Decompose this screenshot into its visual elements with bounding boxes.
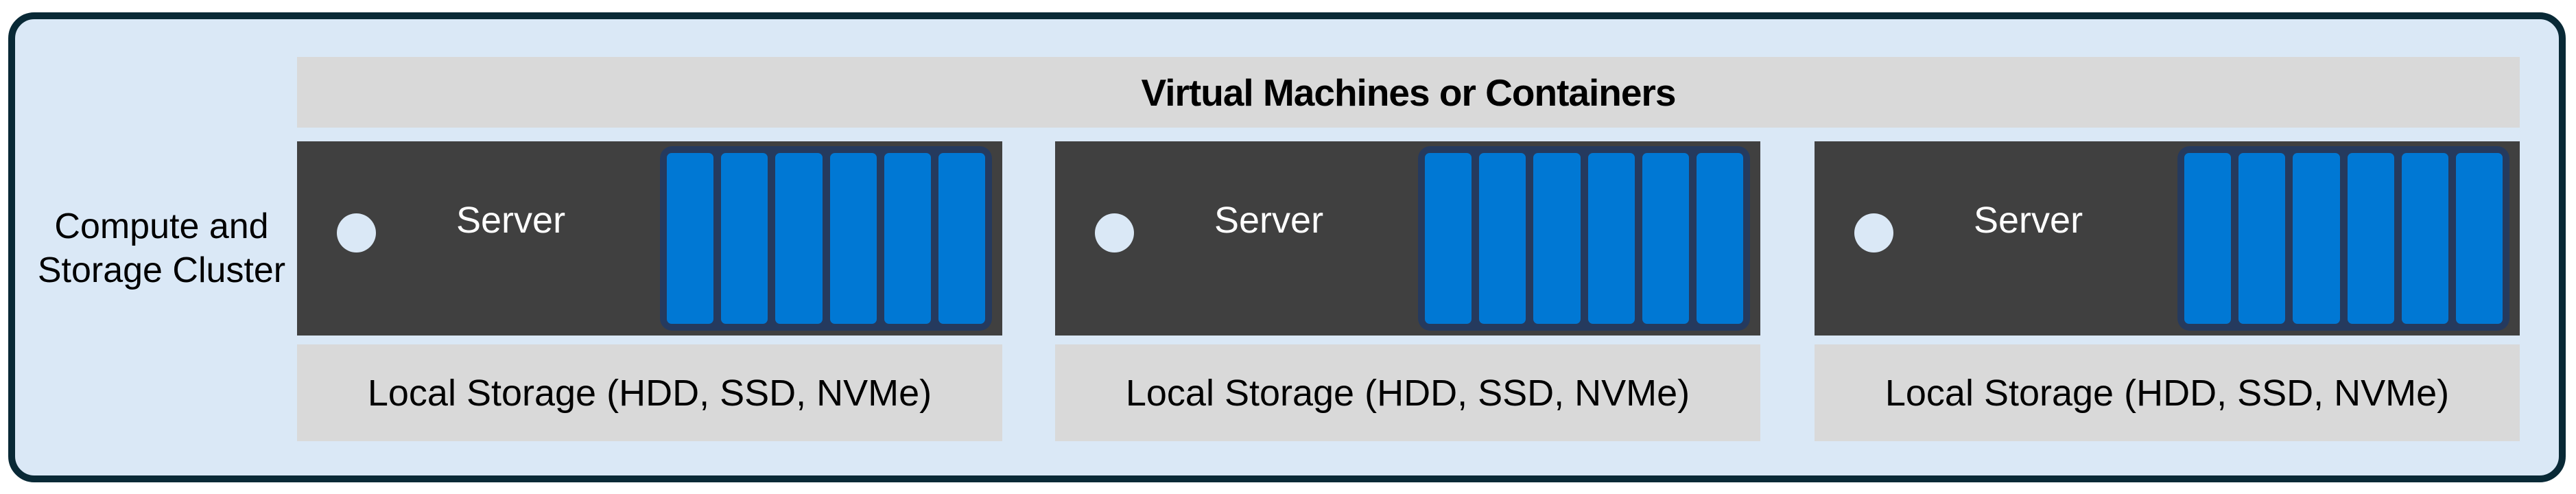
disk-array xyxy=(660,146,992,331)
cluster-label: Compute and Storage Cluster xyxy=(37,207,286,290)
server-column: Server Local Storage (HDD, SSD, NVMe) xyxy=(1815,19,2520,489)
local-storage-bar: Local Storage (HDD, SSD, NVMe) xyxy=(1055,344,1760,441)
disk-array xyxy=(2177,146,2509,331)
vm-header-title: Virtual Machines or Containers xyxy=(1141,71,1677,114)
server-label: Server xyxy=(456,200,566,241)
disk-bay xyxy=(2238,153,2286,324)
server-chassis: Server xyxy=(1055,141,1760,336)
disk-bay xyxy=(2401,153,2448,324)
vm-header-bar: Virtual Machines or Containers xyxy=(297,57,2520,128)
server-column: Server Local Storage (HDD, SSD, NVMe) xyxy=(1055,19,1760,489)
local-storage-label: Local Storage (HDD, SSD, NVMe) xyxy=(367,372,932,414)
disk-bay xyxy=(1587,153,1635,324)
disk-bay xyxy=(1425,153,1472,324)
compute-storage-cluster-box: Compute and Storage Cluster Virtual Mach… xyxy=(8,12,2566,482)
disk-bay xyxy=(2455,153,2503,324)
disk-array xyxy=(1418,146,1750,331)
disk-bay xyxy=(1696,153,1744,324)
local-storage-label: Local Storage (HDD, SSD, NVMe) xyxy=(1125,372,1690,414)
disk-bay xyxy=(2293,153,2340,324)
local-storage-label: Local Storage (HDD, SSD, NVMe) xyxy=(1884,372,2450,414)
power-light-icon xyxy=(1854,213,1893,252)
disk-bay xyxy=(2347,153,2394,324)
server-label: Server xyxy=(1214,200,1324,241)
power-light-icon xyxy=(337,213,376,252)
server-chassis: Server xyxy=(297,141,1002,336)
disk-bay xyxy=(775,153,823,324)
disk-bay xyxy=(1479,153,1526,324)
disk-bay xyxy=(829,153,877,324)
local-storage-bar: Local Storage (HDD, SSD, NVMe) xyxy=(297,344,1002,441)
disk-bay xyxy=(667,153,714,324)
server-column: Server Local Storage (HDD, SSD, NVMe) xyxy=(297,19,1002,489)
server-chassis: Server xyxy=(1815,141,2520,336)
disk-bay xyxy=(884,153,931,324)
local-storage-bar: Local Storage (HDD, SSD, NVMe) xyxy=(1815,344,2520,441)
disk-bay xyxy=(721,153,768,324)
power-light-icon xyxy=(1095,213,1134,252)
disk-bay xyxy=(1642,153,1689,324)
server-label: Server xyxy=(1974,200,2083,241)
disk-bay xyxy=(2184,153,2232,324)
disk-bay xyxy=(1533,153,1581,324)
disk-bay xyxy=(938,153,986,324)
